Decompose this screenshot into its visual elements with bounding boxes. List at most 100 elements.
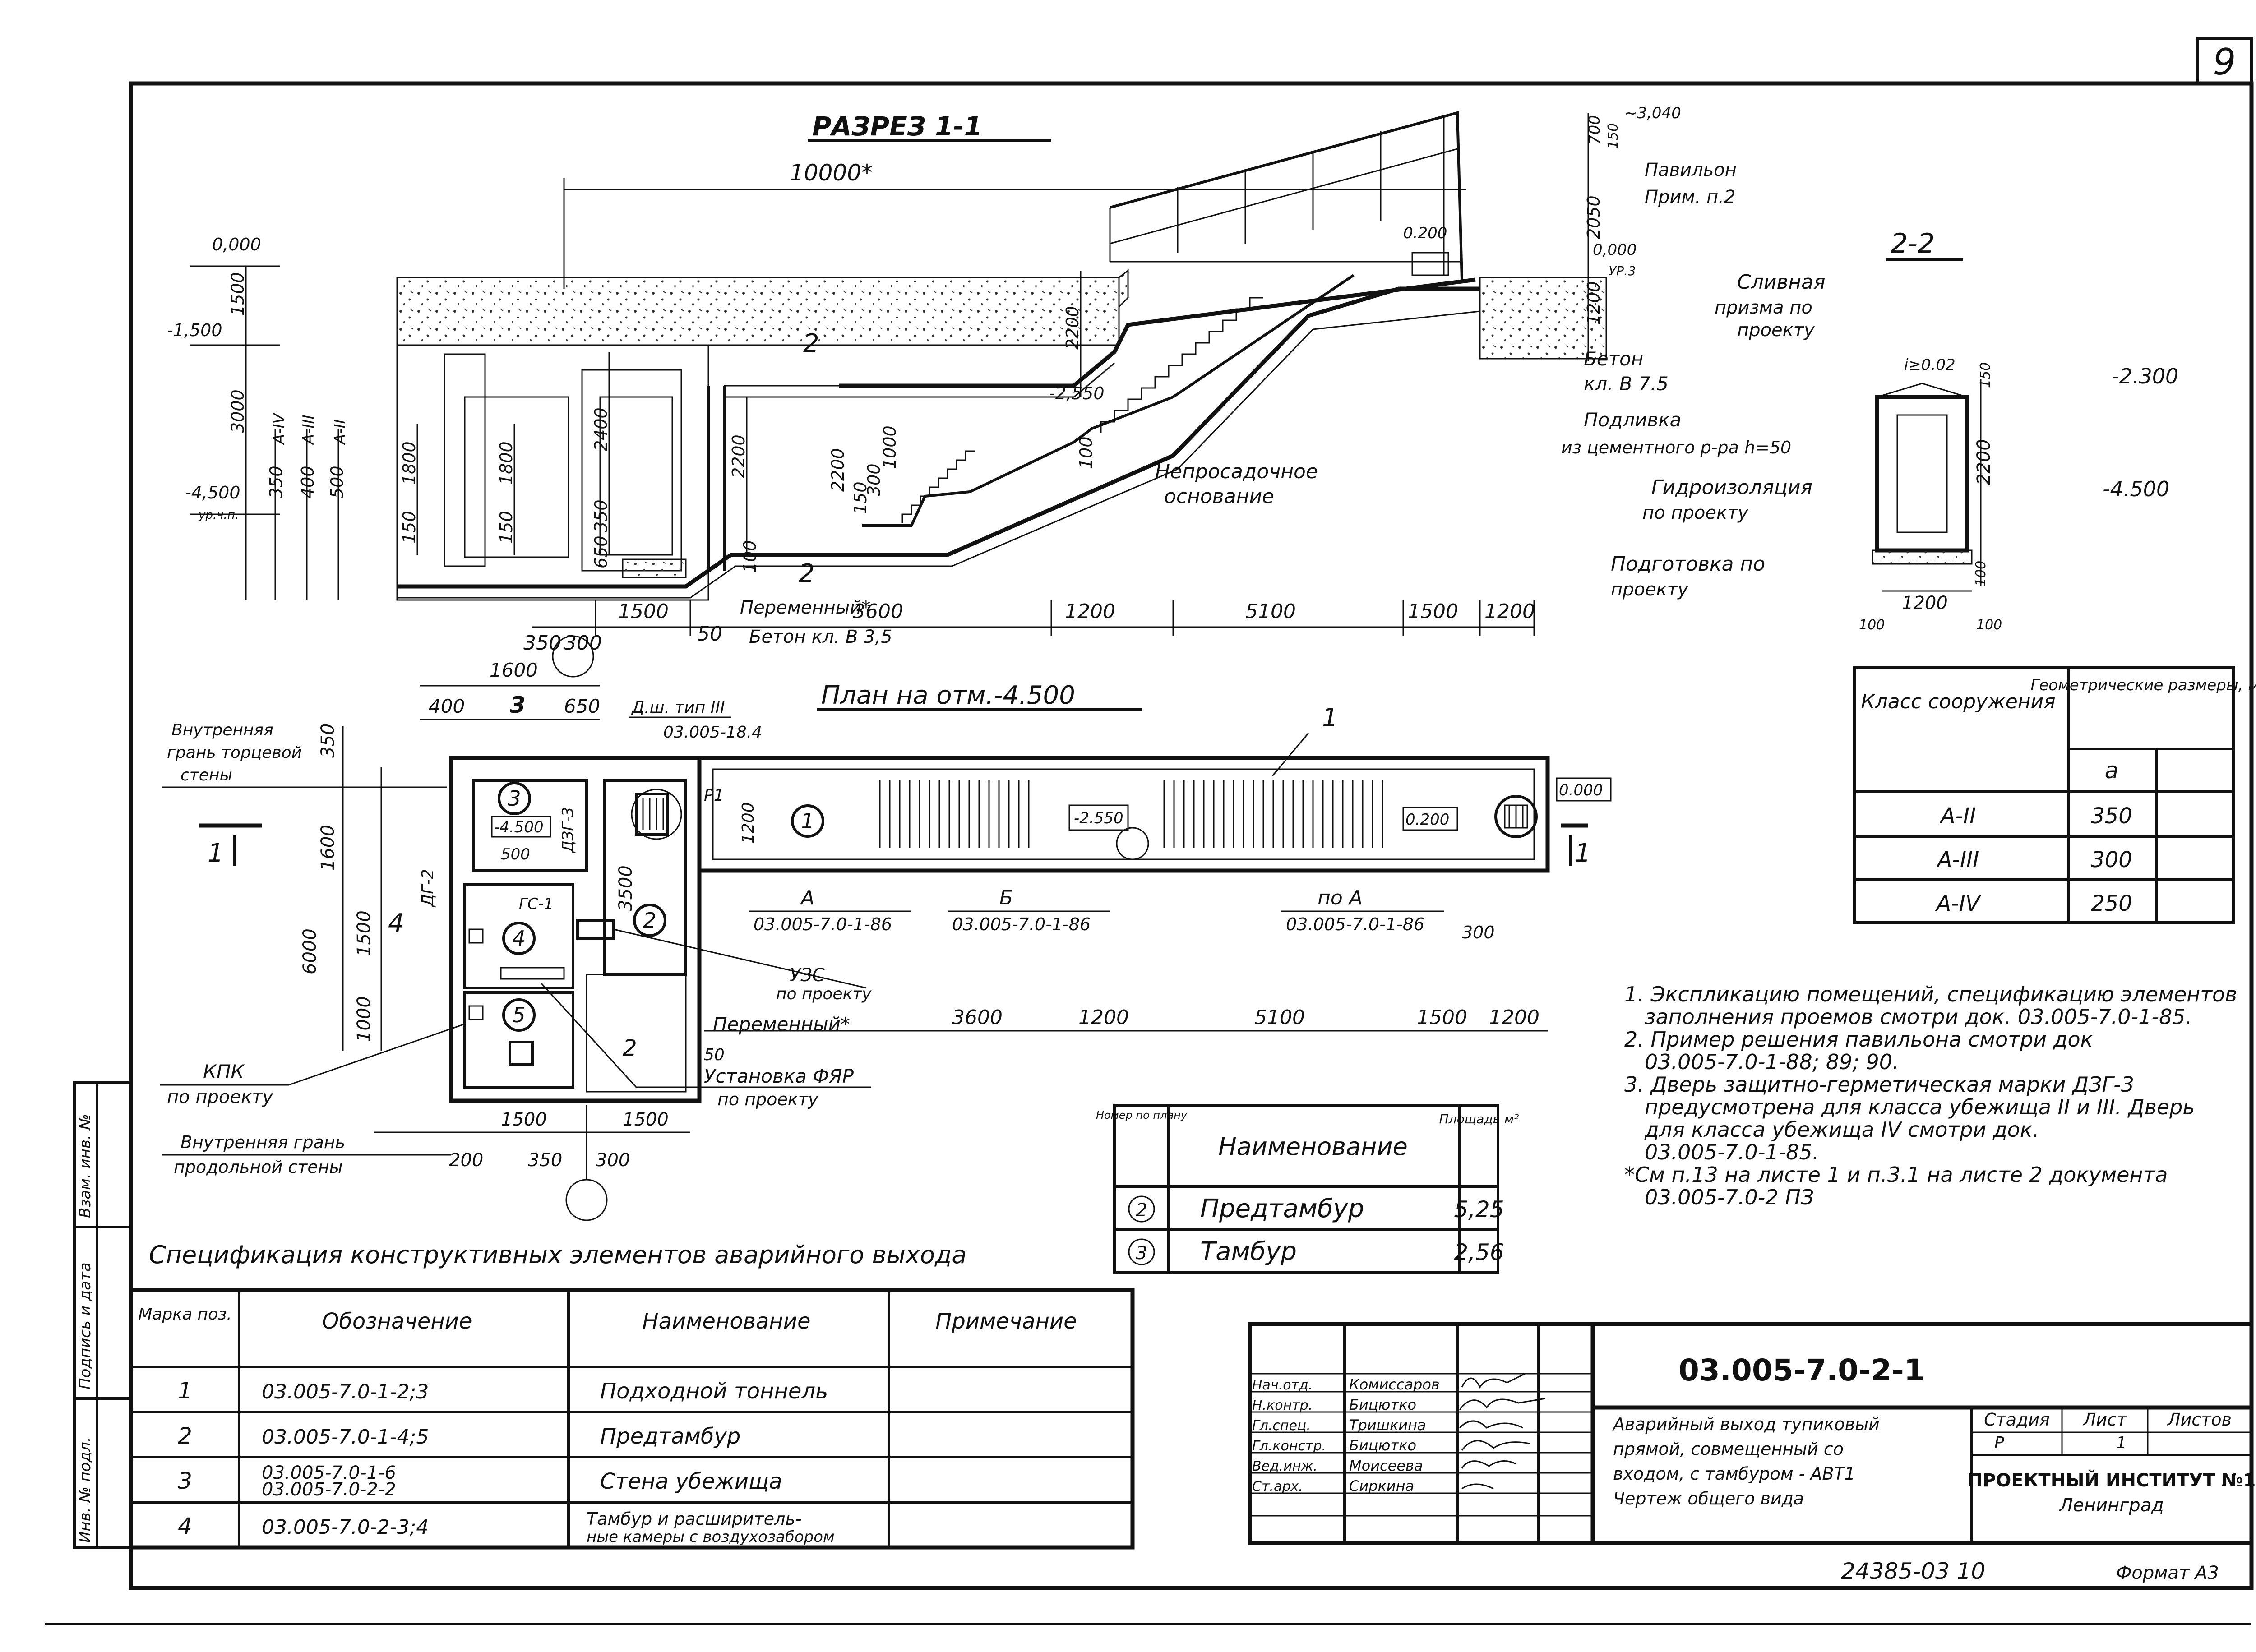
note-line: 03.005-7.0-1-85.: [1645, 1140, 1819, 1164]
spec-mark: 3: [178, 1468, 192, 1494]
waterproof-label: Гидроизоляция: [1651, 476, 1812, 499]
plan-segment-doc: 03.005-7.0-1-86: [1286, 914, 1424, 934]
title-people: Нач.отд.КомиссаровН.контр.БицюткоГл.спец…: [1252, 1376, 1440, 1495]
fyar-label: Установка ФЯР: [704, 1065, 854, 1087]
plan-level-0000: 0.000: [1559, 781, 1603, 799]
section-1-bdim: 300: [564, 632, 602, 655]
class-row-a: 300: [2091, 847, 2132, 872]
plan-dim-500: 500: [501, 845, 530, 863]
title-desc-line: Чертеж общего вида: [1613, 1489, 1804, 1509]
title-org: ПРОЕКТНЫЙ ИНСТИТУТ №1: [1968, 1469, 2256, 1491]
note-line: для класса убежища IV смотри док.: [1644, 1117, 2039, 1142]
inner-end-label-2: грань торцевой: [167, 743, 302, 762]
variable-label: Переменный*: [740, 597, 870, 618]
section-1-vdim: 350: [591, 499, 611, 532]
section-1-vdim: 300: [864, 463, 884, 496]
title-desc-line: прямой, совмещенный со: [1613, 1439, 1844, 1459]
section-1-bdim: 1200: [1484, 600, 1535, 623]
section-1-vdim: 400: [298, 466, 318, 498]
inner-long-label: Внутренняя грань: [180, 1132, 345, 1152]
spec-head-name: Наименование: [642, 1309, 810, 1334]
section-1-vdim: 150: [399, 511, 419, 544]
section-1-vdim: 1000: [880, 425, 900, 469]
plan-p1: Р1: [704, 786, 724, 805]
class-table-head-geom: Геометрические размеры, мм: [2030, 676, 2256, 694]
prep-label-2: проекту: [1611, 579, 1689, 600]
section-1-class-label: А-II: [331, 419, 349, 445]
dim-10000: 10000*: [790, 160, 873, 186]
plan-stairs: [879, 780, 1383, 848]
plan-view: План на отм.-4.500: [160, 659, 1612, 1221]
section-1-vdim: 350: [266, 466, 286, 498]
plan-mark-3: 3: [510, 692, 526, 718]
title-person: Тришкина: [1349, 1417, 1426, 1434]
room-name: Тамбур: [1200, 1237, 1297, 1266]
level-m4500: -4,500: [185, 483, 240, 503]
class-table-head-class: Класс сооружения: [1861, 690, 2055, 713]
plan-bdim: 1200: [1489, 1006, 1539, 1029]
section-1-vdim: 100: [740, 540, 760, 573]
class-row-name: А-III: [1936, 847, 1979, 872]
base-label-2: основание: [1164, 485, 1274, 508]
room-area: 2,56: [1454, 1239, 1504, 1265]
plan-bdim-left: 200: [449, 1150, 483, 1171]
section-1-vdim: 2400: [591, 407, 611, 451]
level-0-right: 0,000: [1593, 241, 1637, 259]
signatures: [1459, 1373, 1546, 1490]
sheet-number: 9: [2213, 41, 2236, 83]
section-1-1: РАЗРЕЗ 1-1 10000*: [167, 104, 1791, 678]
plan-segment-letter: Б: [999, 886, 1013, 909]
section-1-vdim: 1800: [496, 441, 516, 485]
sheet-frame: 9: [45, 37, 2254, 1625]
plan-bdim: 1500: [1417, 1006, 1467, 1029]
prep-label: Подготовка по: [1611, 553, 1765, 576]
plan-room-level: -4.500: [494, 818, 544, 836]
class-row-a: 350: [2091, 803, 2132, 829]
svg-text:1: 1: [1575, 839, 1591, 868]
section-1-vdim: 1500: [228, 272, 248, 316]
plan-segment-letter: А: [800, 886, 814, 909]
kpk-label-2: по проекту: [167, 1087, 273, 1107]
grate-right: [1494, 795, 1538, 838]
slope-label: i≥0.02: [1904, 356, 1956, 374]
room-mark-number: 4: [512, 926, 525, 951]
rooms-head-no: Номер по плану: [1096, 1109, 1188, 1121]
footer-inv: 24385-03 10: [1841, 1558, 1985, 1584]
title-person: Бицютко: [1349, 1437, 1416, 1454]
podlivka-detail: из цементного р-ра h=50: [1561, 438, 1791, 457]
spec-code: 03.005-7.0-1-4;5: [262, 1426, 429, 1449]
title-person: Комиссаров: [1349, 1376, 1440, 1393]
sec2-dim: 1200: [1902, 593, 1948, 614]
note-line: 1. Экспликацию помещений, спецификацию э…: [1624, 982, 2237, 1006]
door-type: Д.ш. тип III: [631, 698, 725, 717]
section-mark-2-top: 2: [803, 329, 819, 358]
room-no-circle: [1128, 1238, 1155, 1265]
sec2-dim: 2200: [1974, 439, 1994, 485]
rooms-head-area: Площадь м²: [1439, 1112, 1519, 1126]
plan-title: План на отм.-4.500: [821, 681, 1075, 710]
spec-code-2: 03.005-7.0-2-2: [262, 1479, 396, 1500]
plan-bdim-left: 350: [528, 1150, 562, 1171]
podlivka-label: Подливка: [1584, 409, 1681, 431]
spec-code: 03.005-7.0-1-2;3: [262, 1380, 429, 1403]
note-line: 2. Пример решения павильона смотри док: [1624, 1027, 2093, 1052]
level-ur-ch-p: ур.ч.п.: [198, 508, 239, 522]
section-1-bdim: 1500: [1408, 600, 1458, 623]
section-1-vdim: 3000: [228, 389, 248, 433]
drain-label-3: проекту: [1737, 320, 1815, 341]
section-1-vdim: 100: [1076, 436, 1096, 469]
plan-dim-1600v: 1600: [318, 825, 338, 871]
concrete-right: [1479, 277, 1607, 360]
spec-name: Предтамбур: [600, 1424, 740, 1449]
title-code: 03.005-7.0-2-1: [1678, 1353, 1925, 1388]
level-ur3: УР.3: [1609, 263, 1636, 278]
title-stage: Р: [1994, 1434, 2004, 1452]
section-1-title: РАЗРЕЗ 1-1: [812, 111, 982, 142]
